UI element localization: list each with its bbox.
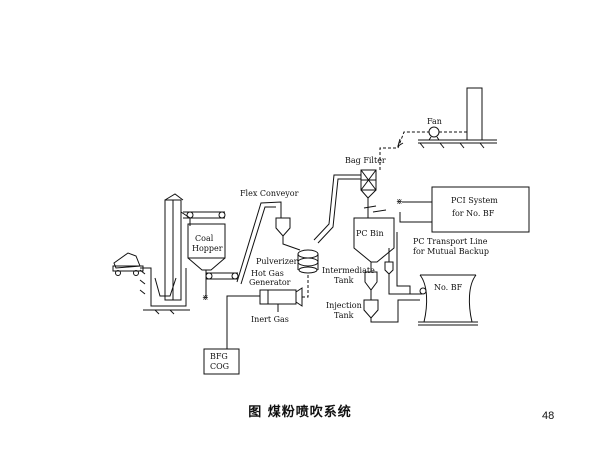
pulverized-coal-pipe (313, 174, 361, 244)
raw-coal-bin (275, 217, 301, 251)
page-number: 48 (542, 410, 555, 422)
bag-filter (360, 169, 377, 199)
fan-icon (428, 126, 440, 141)
blast-furnace-label: No. BF (434, 283, 463, 292)
pulverizer (297, 249, 319, 274)
pc-bin (353, 217, 395, 263)
flex-conveyor (236, 201, 282, 285)
coal-hopper-label: Hopper (192, 244, 223, 253)
belt-conveyor (205, 272, 239, 280)
pci-system-label: PCI System (451, 196, 498, 205)
injection-tank-label: Tank (334, 311, 354, 320)
backup-transport-pipe (396, 232, 411, 294)
slide-caption: 图 煤粉喷吹系统 (248, 405, 352, 420)
injection-pipe (370, 274, 422, 323)
injection-tank-label: Injection (326, 301, 362, 310)
intermediate-tank-label: Intermediate (322, 266, 375, 275)
bucket-elevator (164, 193, 226, 301)
intermediate-tank (364, 262, 378, 291)
inert-gas-label: Inert Gas (251, 315, 289, 324)
pulverizer-label: Pulverizer (256, 257, 298, 266)
bag-filter-label: Bag Filter (345, 156, 386, 165)
coal-hopper-label: Coal (195, 234, 214, 243)
intermediate-tank-label: Tank (334, 276, 354, 285)
splitter (363, 198, 387, 218)
blast-furnace (418, 274, 478, 326)
fan-label: Fan (427, 117, 442, 126)
exhaust-stack (418, 87, 497, 149)
hot-gas-generator (259, 287, 303, 307)
star-valve-icon: ⋇ (396, 197, 403, 206)
dump-truck-icon (112, 252, 144, 276)
star-valve-icon: ⋇ (202, 293, 209, 302)
exhaust-gas-line (379, 131, 467, 170)
transport-line-label: PC Transport Line (413, 237, 488, 246)
bfg-cog-box (203, 348, 240, 375)
hot-gas-generator-label: Generator (249, 278, 291, 287)
transport-line-label: for Mutual Backup (413, 247, 489, 256)
pci-return-line (399, 212, 432, 223)
flex-conveyor-label: Flex Conveyor (240, 189, 299, 198)
pc-bin-label: PC Bin (356, 229, 384, 238)
hot-gas-line (302, 274, 309, 298)
flow-arrow-icon (397, 138, 404, 148)
injection-tank (363, 290, 379, 319)
bfg-cog-label: COG (210, 362, 229, 371)
pci-system-label: for No. BF (452, 209, 495, 218)
fuel-gas-line (226, 295, 260, 349)
pci-system-box (431, 186, 530, 233)
feeder-valve (384, 248, 394, 275)
hot-gas-generator-label: Hot Gas (251, 269, 284, 278)
bfg-cog-label: BFG (210, 352, 228, 361)
